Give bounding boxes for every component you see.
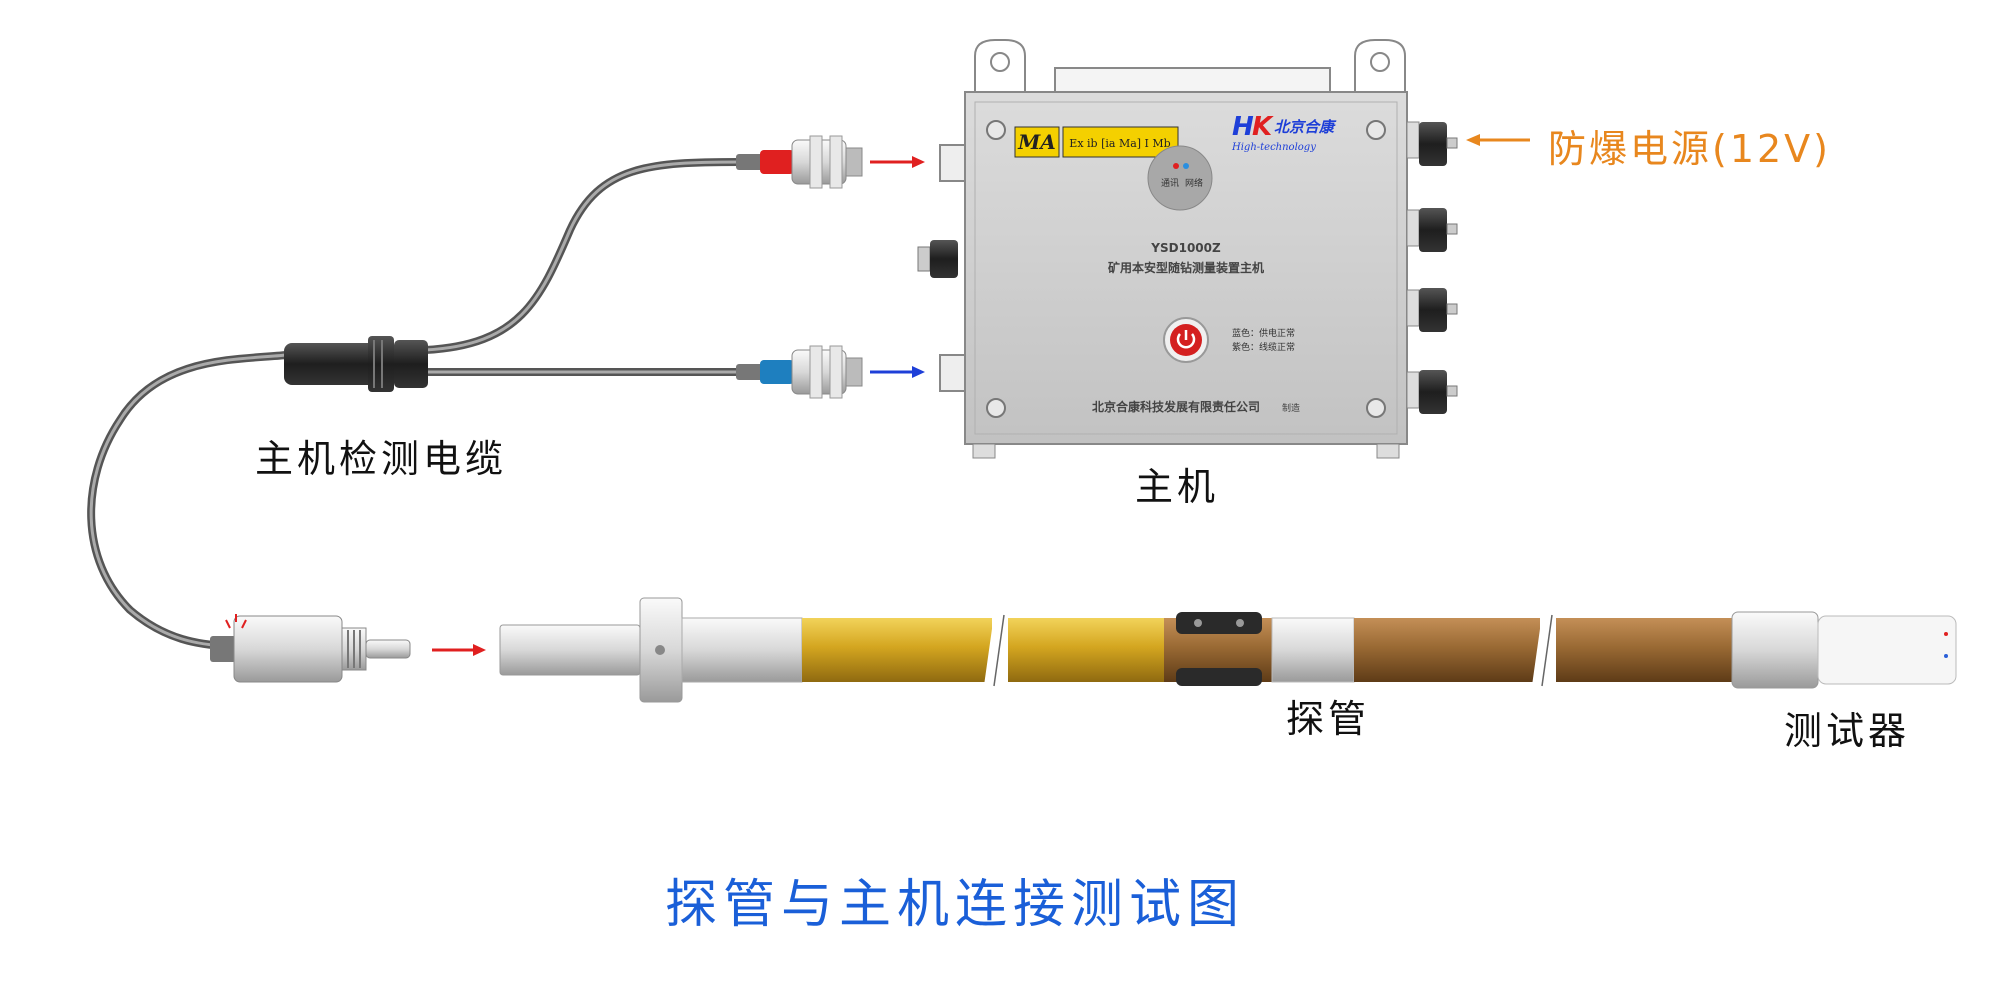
svg-text:K: K (1252, 112, 1274, 142)
maker-suffix: 制造 (1282, 402, 1300, 414)
cable-label: 主机检测电缆 (255, 428, 507, 483)
svg-text:MA: MA (1017, 130, 1056, 154)
main-detection-cable (91, 162, 740, 646)
blue-arrow-lower (870, 366, 925, 378)
side-knobs-right (1407, 122, 1457, 414)
blue-connector (736, 346, 862, 398)
tester (1732, 612, 1956, 688)
probe-arrow (432, 644, 486, 656)
red-arrow-upper (870, 156, 925, 168)
maker-label: 北京合康科技发展有限责任公司 (1092, 399, 1260, 414)
probe-tube-label: 探管 (1286, 688, 1370, 743)
led-panel: 通讯 网络 (1148, 146, 1212, 210)
svg-text:北京合康: 北京合康 (1274, 118, 1337, 136)
diagram-caption: 探管与主机连接测试图 (665, 862, 1245, 937)
cable-splitter (284, 336, 428, 392)
red-connector (736, 136, 862, 188)
power-label: 防爆电源(12V) (1548, 118, 1831, 173)
svg-text:紫色：线缆正常: 紫色：线缆正常 (1232, 341, 1295, 353)
tester-label: 测试器 (1784, 700, 1910, 755)
main-unit-label: 主机 (1135, 456, 1219, 511)
probe-tube (500, 598, 1732, 702)
svg-text:H: H (1232, 112, 1254, 142)
power-button[interactable] (1164, 318, 1208, 362)
probe-end-connector (210, 614, 410, 682)
svg-text:网络: 网络 (1185, 177, 1203, 189)
device-name: 矿用本安型随钻测量装置主机 (1108, 260, 1264, 275)
model-label: YSD1000Z (1150, 241, 1221, 255)
svg-text:High-technology: High-technology (1231, 142, 1316, 153)
svg-text:通讯: 通讯 (1161, 178, 1179, 189)
svg-text:Ex ib [ia Ma] I Mb: Ex ib [ia Ma] I Mb (1069, 137, 1170, 150)
side-knob-left (918, 240, 958, 278)
power-arrow (1466, 134, 1530, 146)
ma-badge: MA (1015, 127, 1059, 157)
svg-text:蓝色：供电正常: 蓝色：供电正常 (1232, 327, 1295, 339)
main-unit: MA Ex ib [ia Ma] I Mb H K 北京合康 High-tech… (918, 40, 1457, 458)
